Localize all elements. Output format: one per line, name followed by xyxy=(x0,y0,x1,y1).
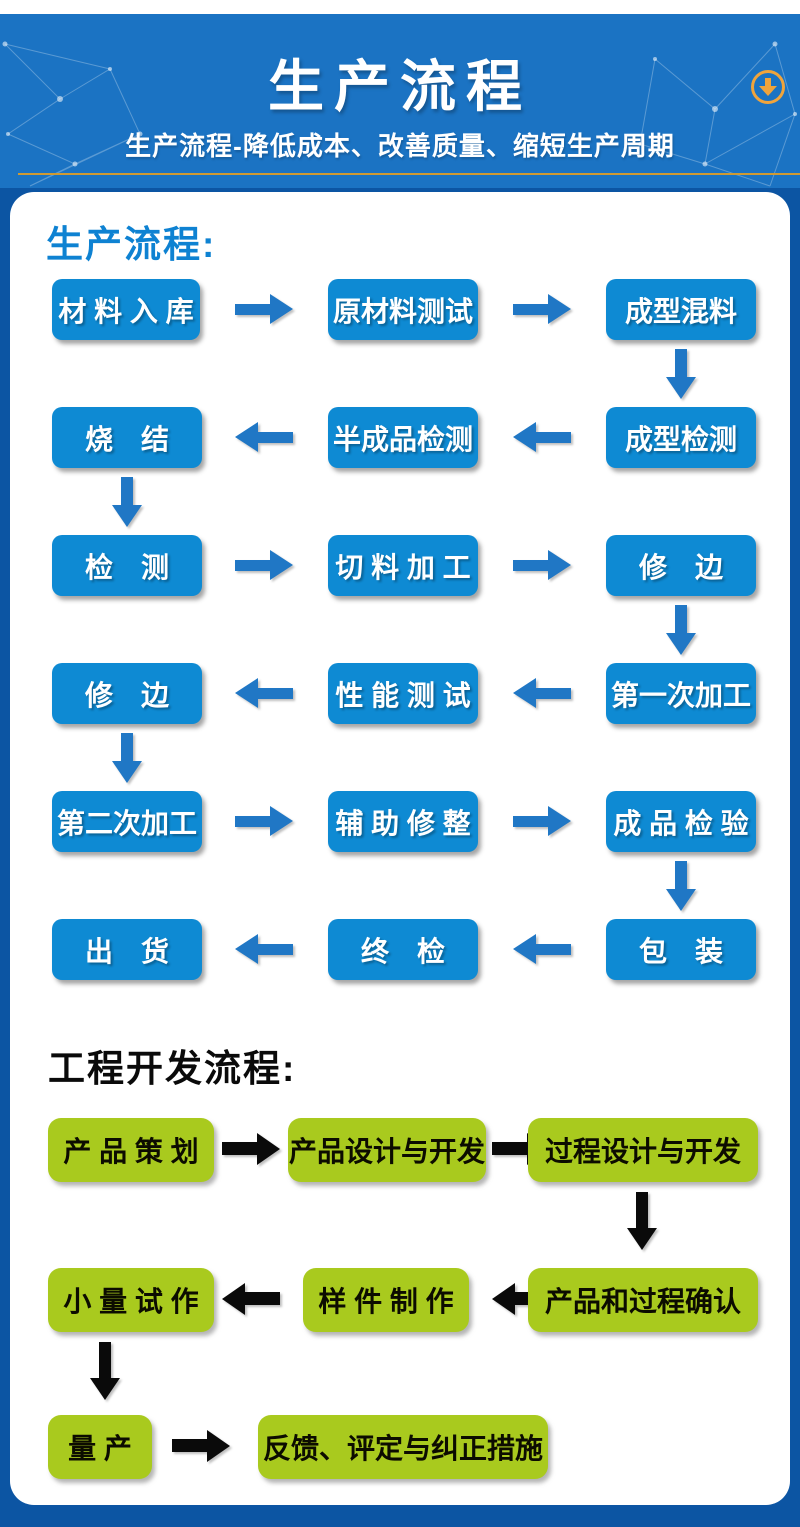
arrow-right-icon xyxy=(513,550,571,580)
production-step-box: 材 料 入 库 xyxy=(52,279,200,340)
production-step-box: 出 货 xyxy=(52,919,202,980)
arrow-down-icon xyxy=(112,733,142,783)
production-step-box: 原材料测试 xyxy=(328,279,478,340)
page-title: 生产流程 xyxy=(268,55,532,118)
arrow-down-icon xyxy=(666,349,696,399)
arrow-left-icon xyxy=(235,422,293,452)
engineering-step-box: 产 品 策 划 xyxy=(48,1118,214,1182)
production-step-box: 终 检 xyxy=(328,919,478,980)
engineering-step-box: 过程设计与开发 xyxy=(528,1118,758,1182)
production-step-box: 修 边 xyxy=(606,535,756,596)
top-white-strip xyxy=(0,0,800,14)
engineering-flow-title: 工程开发流程: xyxy=(48,1048,297,1089)
production-step-box: 成 品 检 验 xyxy=(606,791,756,852)
content-card: 生产流程: 材 料 入 库 原材料测试 成型混料 烧 结 半成品检测 成型检测 … xyxy=(10,192,790,1505)
production-step-box: 性 能 测 试 xyxy=(328,663,478,724)
arrow-down-icon xyxy=(666,861,696,911)
production-step-box: 修 边 xyxy=(52,663,202,724)
arrow-right-icon xyxy=(513,294,571,324)
engineering-step-box: 反馈、评定与纠正措施 xyxy=(258,1415,548,1479)
arrow-left-icon xyxy=(513,934,571,964)
arrow-right-icon xyxy=(222,1133,280,1165)
production-step-box: 烧 结 xyxy=(52,407,202,468)
production-step-box: 检 测 xyxy=(52,535,202,596)
arrow-left-icon xyxy=(513,422,571,452)
scroll-down-badge[interactable] xyxy=(751,70,785,104)
arrow-right-icon xyxy=(235,550,293,580)
production-flow-title: 生产流程: xyxy=(46,224,217,265)
arrow-left-icon xyxy=(513,678,571,708)
arrow-right-icon xyxy=(235,806,293,836)
production-step-box: 辅 助 修 整 xyxy=(328,791,478,852)
arrow-down-icon xyxy=(666,605,696,655)
production-step-box: 成型混料 xyxy=(606,279,756,340)
production-step-box: 第一次加工 xyxy=(606,663,756,724)
arrow-down-icon xyxy=(90,1342,120,1400)
divider-line xyxy=(18,173,800,175)
production-step-box: 包 装 xyxy=(606,919,756,980)
arrow-right-icon xyxy=(235,294,293,324)
engineering-step-box: 产品和过程确认 xyxy=(528,1268,758,1332)
engineering-step-box: 产品设计与开发 xyxy=(288,1118,486,1182)
production-step-box: 成型检测 xyxy=(606,407,756,468)
engineering-step-box: 小 量 试 作 xyxy=(48,1268,214,1332)
arrow-right-icon xyxy=(172,1430,230,1462)
production-step-box: 半成品检测 xyxy=(328,407,478,468)
production-step-box: 切 料 加 工 xyxy=(328,535,478,596)
production-step-box: 第二次加工 xyxy=(52,791,202,852)
arrow-right-icon xyxy=(513,806,571,836)
arrow-down-icon xyxy=(627,1192,657,1250)
arrow-left-icon xyxy=(235,678,293,708)
down-arrow-icon xyxy=(765,78,771,87)
engineering-step-box: 样 件 制 作 xyxy=(303,1268,469,1332)
page-subtitle: 生产流程-降低成本、改善质量、缩短生产周期 xyxy=(125,131,675,161)
page-header: 生产流程 生产流程-降低成本、改善质量、缩短生产周期 xyxy=(0,14,800,188)
arrow-left-icon xyxy=(222,1283,280,1315)
engineering-step-box: 量 产 xyxy=(48,1415,152,1479)
arrow-down-icon xyxy=(112,477,142,527)
arrow-left-icon xyxy=(235,934,293,964)
